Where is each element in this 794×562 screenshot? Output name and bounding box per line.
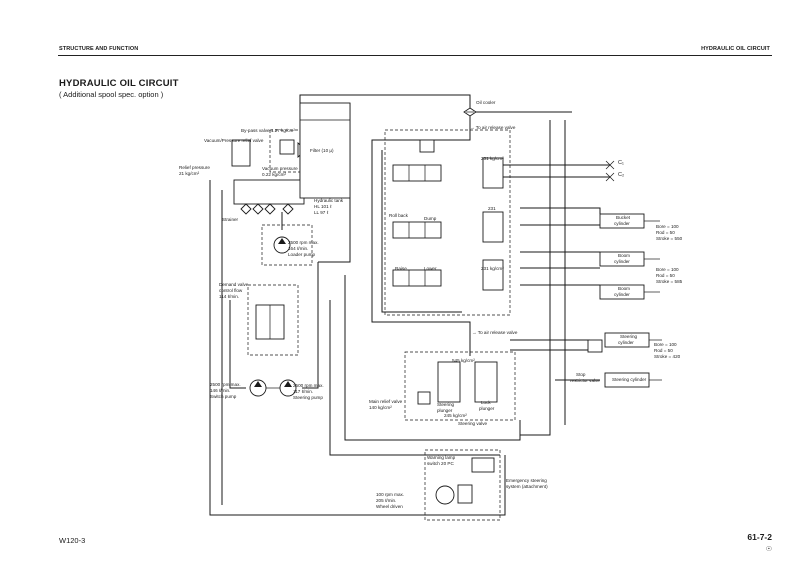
label-bucket-stroke: Stroke = 550 — [656, 236, 683, 241]
label-air-release-top-text: To air release valve — [475, 125, 516, 130]
label-oil-cooler: Oil cooler — [476, 100, 496, 105]
label-wheel-3: Wheel driven — [376, 504, 403, 509]
header-right: HYDRAULIC OIL CIRCUIT — [701, 46, 770, 52]
steering-valve-block — [404, 351, 516, 421]
label-pressure-231-b: 231 — [488, 206, 496, 211]
boom-cylinder-b — [599, 284, 660, 300]
pumps — [249, 379, 297, 397]
label-working-lamp-1: Warning lamp — [427, 455, 456, 460]
label-steering-valve: Steering valve — [458, 421, 488, 426]
label-steering-plunger-2: plunger — [437, 408, 453, 413]
label-raise: Raise — [395, 266, 407, 271]
label-bucket-cylinder-2: cylinder — [614, 221, 630, 226]
label-loader-pump-3: Loader pump — [288, 252, 316, 257]
label-boom-bore: Bore = 100 — [656, 267, 679, 272]
footer-page-number: 61-7-2 — [747, 532, 772, 542]
label-switch-pump-2: 146 ℓ/min. — [210, 388, 231, 393]
footer-left: W120-3 — [59, 536, 86, 545]
bucket-cylinder — [599, 213, 660, 229]
label-dump: Dump — [424, 216, 437, 221]
demand-valve — [247, 284, 299, 356]
label-c2: C₂ — [618, 172, 625, 178]
label-strainer: Strainer — [222, 217, 239, 222]
label-vacuum-pressure-2: 0.22 kg/cm² — [262, 172, 286, 177]
label-pressure-545: 545 kg/cm² — [452, 358, 475, 363]
header-left: STRUCTURE AND FUNCTION — [59, 46, 139, 52]
label-steering-cylinder-a-2: cylinder — [618, 340, 634, 345]
label-wheel-2: 205 ℓ/min. — [376, 498, 397, 503]
label-hydraulic-tank-3: LL 97 ℓ — [314, 210, 329, 215]
label-switch-pump-1: 2500 rpm max. — [210, 382, 241, 387]
label-steering-cylinder-a-1: Steering — [620, 334, 638, 339]
label-pressure-231-c: 231 kg/cm² — [481, 266, 504, 271]
label-steering-pump-1: 2500 rpm max. — [293, 383, 324, 388]
c-ports — [605, 160, 615, 182]
label-hydraulic-tank-1: Hydraulic tank — [314, 198, 344, 203]
page-subtitle: ( Additional spool spec. option ) — [59, 90, 164, 99]
label-vacuum-relief: Vacuum/Pressure relief valve — [204, 138, 264, 143]
label-pressure-245: 245 kg/cm² — [444, 413, 467, 418]
label-hydraulic-tank-2: HL 101 ℓ — [314, 204, 332, 209]
stop-restrictor — [587, 339, 603, 353]
label-steer-rod: Rod = 50 — [654, 348, 673, 353]
label-bucket-rod: Rod = 50 — [656, 230, 675, 235]
header-rule — [58, 55, 772, 56]
label-demand-valve-2: control flow — [219, 288, 243, 293]
label-boom-rod: Rod = 50 — [656, 273, 675, 278]
label-emergency-1: Emergency steering — [506, 478, 547, 483]
label-stop-restrictor-2: restrictor valve — [570, 378, 600, 383]
control-valve-block — [384, 129, 511, 316]
label-steering-pump-3: Steering pump — [293, 395, 323, 400]
hydraulic-tank — [299, 102, 351, 199]
label-lower: Lower — [424, 266, 437, 271]
label-main-relief-1: Main relief valve — [369, 399, 403, 404]
label-bucket-bore: Bore = 100 — [656, 224, 679, 229]
label-c1: C₁ — [618, 160, 624, 166]
label-bypass-valve: By-pass valve 1.27 kg/cm² — [241, 128, 295, 133]
boom-cylinder-a — [599, 251, 660, 267]
label-working-lamp-2: switch 20 PC — [427, 461, 454, 466]
label-steering-plunger-1: Steering — [437, 402, 455, 407]
label-steer-bore: Bore = 100 — [654, 342, 677, 347]
label-air-release-bottom: → To air release valve — [472, 330, 518, 335]
label-loader-pump-2: 164 ℓ/min. — [288, 246, 309, 251]
label-boom-cylinder-b-1: Boom — [618, 286, 631, 291]
loader-pump — [261, 224, 313, 266]
label-boom-stroke: Stroke = 585 — [656, 279, 683, 284]
label-lock-plunger-2: plunger — [479, 406, 495, 411]
emergency-steering — [424, 449, 501, 521]
label-steering-cylinder-b: Steering cylinder — [612, 377, 647, 382]
label-boom-cylinder-a-2: cylinder — [614, 259, 630, 264]
label-stop-restrictor-1: Stop — [576, 372, 586, 377]
label-boom-cylinder-b-2: cylinder — [614, 292, 630, 297]
label-air-release-bottom-text: To air release valve — [477, 330, 518, 335]
footer-mark: ☉ — [765, 546, 772, 553]
label-filter: Filter (10 μ) — [310, 148, 334, 153]
label-steering-pump-2: 117 ℓ/min. — [293, 389, 314, 394]
label-steer-stroke: Stroke = 420 — [654, 354, 681, 359]
page-title: HYDRAULIC OIL CIRCUIT — [59, 78, 179, 89]
label-boom-cylinder-a-1: Boom — [618, 253, 631, 258]
label-emergency-2: system (attachment) — [506, 484, 548, 489]
label-loader-pump-1: 2500 rpm max. — [288, 240, 319, 245]
steering-cylinder-b — [604, 372, 662, 388]
label-main-relief-2: 140 kg/cm² — [369, 405, 392, 410]
label-relief-pressure-2: 21 kg/cm² — [179, 171, 200, 176]
oil-cooler — [463, 107, 477, 117]
label-pressure-231-a: 231 kg/cm² — [481, 156, 504, 161]
circuit-lines — [209, 94, 610, 516]
label-relief-pressure-1: Relief pressure — [179, 165, 210, 170]
label-demand-valve-3: 114 ℓ/min. — [219, 294, 240, 299]
label-air-release-top: → To air release valve — [470, 125, 516, 130]
label-bucket-cylinder-1: Bucket — [616, 215, 631, 220]
label-roll-back: Roll back — [389, 213, 408, 218]
label-lock-plunger-1: Lock — [481, 400, 491, 405]
strainers — [240, 203, 294, 215]
label-switch-pump-3: Switch pump — [210, 394, 237, 399]
label-demand-valve-1: Demand valve — [219, 282, 249, 287]
label-wheel-1: 100 rpm max. — [376, 492, 405, 497]
steering-cylinder-a — [604, 332, 662, 348]
label-vacuum-pressure-1: Vacuum pressure — [262, 166, 298, 171]
